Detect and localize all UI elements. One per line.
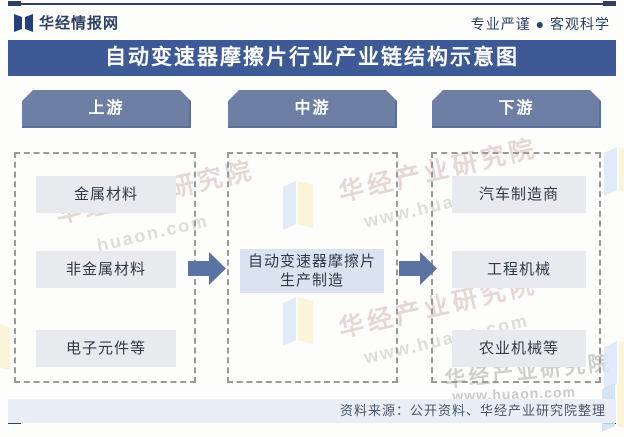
downstream-item-agriculture: 农业机械等	[452, 330, 586, 367]
page-title: 自动变速器摩擦片行业产业链结构示意图	[8, 40, 616, 76]
brand: 华经情报网	[14, 11, 119, 33]
watermark-logo-icon	[602, 146, 624, 201]
downstream-item-auto: 汽车制造商	[452, 176, 586, 213]
brand-logo-icon	[14, 12, 33, 32]
source-note: 资料来源：公开资料、华经产业研究院整理	[8, 399, 616, 423]
brand-name: 华经情报网	[39, 14, 120, 32]
upstream-item-metal: 金属材料	[36, 176, 176, 213]
column-header-upstream: 上游	[22, 90, 191, 128]
top-divider	[8, 1, 616, 7]
flow-arrow-upstream-to-midstream-icon	[188, 252, 226, 285]
flow-arrow-midstream-to-downstream-icon	[399, 252, 437, 285]
downstream-item-engineering: 工程机械	[452, 251, 586, 288]
midstream-item-line2: 生产制造	[279, 272, 344, 289]
brand-tagline: 专业严谨 ● 客观科学	[470, 16, 610, 32]
midstream-item-line1: 自动变速器摩擦片	[247, 253, 376, 270]
midstream-group-outline	[227, 152, 398, 383]
watermark-logo-icon	[0, 322, 12, 377]
upstream-item-electronics: 电子元件等	[36, 330, 176, 367]
watermark-logo-icon	[602, 340, 624, 395]
midstream-item-manufacturing: 自动变速器摩擦片 生产制造	[240, 249, 384, 293]
top-divider-line	[8, 3, 616, 5]
upstream-item-nonmetal: 非金属材料	[36, 251, 176, 288]
top-divider-right-cap	[603, 1, 616, 6]
column-header-downstream: 下游	[432, 90, 601, 128]
column-header-midstream: 中游	[228, 90, 397, 128]
